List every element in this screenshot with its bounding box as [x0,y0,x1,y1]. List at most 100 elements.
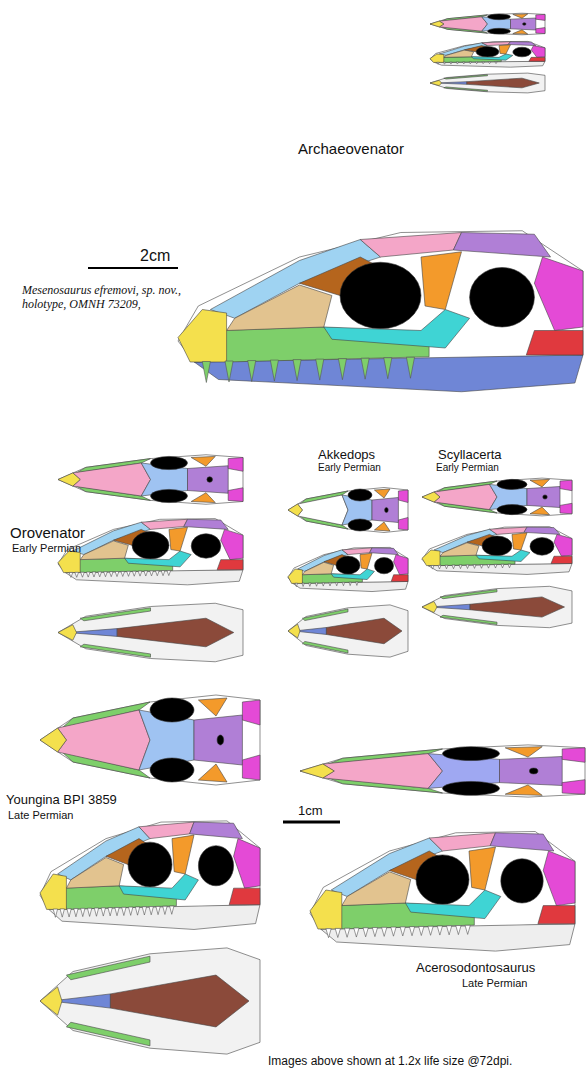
premaxilla-bone [58,473,80,486]
tooth [335,928,340,937]
tooth [108,908,112,916]
orbit [497,479,527,489]
skull-outline [58,455,243,505]
pineal-foramen [543,495,548,499]
lacrimal-bone [66,857,123,888]
dorsal-skull [40,695,260,785]
tooth [372,928,377,937]
postorbital-bone [512,533,527,550]
scale-label: 2cm [140,246,170,265]
tooth [419,926,424,935]
maxilla-bone [444,87,488,91]
tooth [508,564,511,568]
tooth [202,361,210,382]
tooth [149,907,153,915]
jugal-bone [119,874,198,900]
tooth [382,927,387,936]
nasal-bone [439,17,487,31]
tooth [445,565,448,569]
tooth [488,62,490,64]
orbit [336,556,360,574]
lower-jaw [65,570,243,585]
taxon-name: Akkedops [318,447,375,463]
parietal-bone [188,466,229,494]
tooth [480,565,483,569]
postorbital-bone [499,45,511,54]
postorbital-bone [191,456,215,466]
postorbital-bone [505,785,542,795]
lateral-skull [58,519,243,585]
nasal-bone [434,484,497,509]
premaxilla-bone [40,728,66,752]
tooth [349,582,351,585]
taxon-name: Orovenator [10,524,85,542]
age-label: Early Permian [318,462,381,474]
postorbital-bone [374,522,390,531]
maxilla-bone [66,1022,150,1046]
orbit [151,489,188,502]
tooth [98,572,102,577]
tooth [295,583,297,586]
palate-bones [326,618,402,644]
postorbital-bone [198,764,227,782]
lateral-skull [288,547,408,591]
orbit [416,855,469,904]
tooth [92,572,96,577]
tooth [443,62,445,64]
temporal-fenestra [513,47,531,57]
taxon-name: Archaeovenator [298,140,404,158]
orbit [476,46,499,57]
tooth [456,926,461,935]
nasal-bone [298,495,348,525]
tooth [128,907,132,915]
jugal-bone [476,550,530,561]
parietal-bone [500,757,563,786]
lateral-skull [40,821,260,930]
tooth [473,565,476,569]
premaxilla-bone [178,310,227,363]
tooth [495,62,497,64]
dorsal-skull [422,478,572,516]
tooth [94,908,98,916]
maxilla-bone [66,956,150,980]
dorsal-skull [300,745,585,797]
premaxilla-bone [422,492,440,502]
tooth [384,358,392,379]
scale-bar [283,821,340,824]
premaxilla-bone [288,624,300,638]
orbit [348,489,372,501]
skull-outline [310,832,575,930]
lacrimal-bone [440,543,479,557]
jugal-bone [125,551,192,567]
figure-caption: Images above shown at 1.2x life size @72… [268,1054,512,1068]
skull-outline [288,605,408,657]
squamosal-bone [394,555,408,575]
ventral-skull [40,948,260,1054]
lower-jaw [293,581,408,591]
premaxilla-bone [58,625,77,641]
orbit [443,747,500,761]
orbit [497,505,527,515]
quadratojugal-bone [529,57,545,61]
lateral-skull [422,527,572,575]
maxilla-bone [444,75,488,79]
lacrimal-bone [80,541,128,560]
squamosal-bone [398,518,408,531]
postorbital-bone [169,527,188,551]
skull-outline [178,231,583,362]
skull-outline [288,547,408,583]
squamosal-bone [560,480,572,491]
premaxilla-bone [58,551,80,573]
lower-jaw [49,905,260,930]
orbit [340,262,421,329]
nasal-bone [73,463,151,496]
tooth [163,906,167,914]
tooth [135,907,139,915]
quadratojugal-bone [229,888,260,905]
skull-outline [288,488,408,533]
tooth [437,926,442,935]
tooth [437,62,439,64]
skull-outline [40,948,260,1054]
tooth [338,359,346,380]
